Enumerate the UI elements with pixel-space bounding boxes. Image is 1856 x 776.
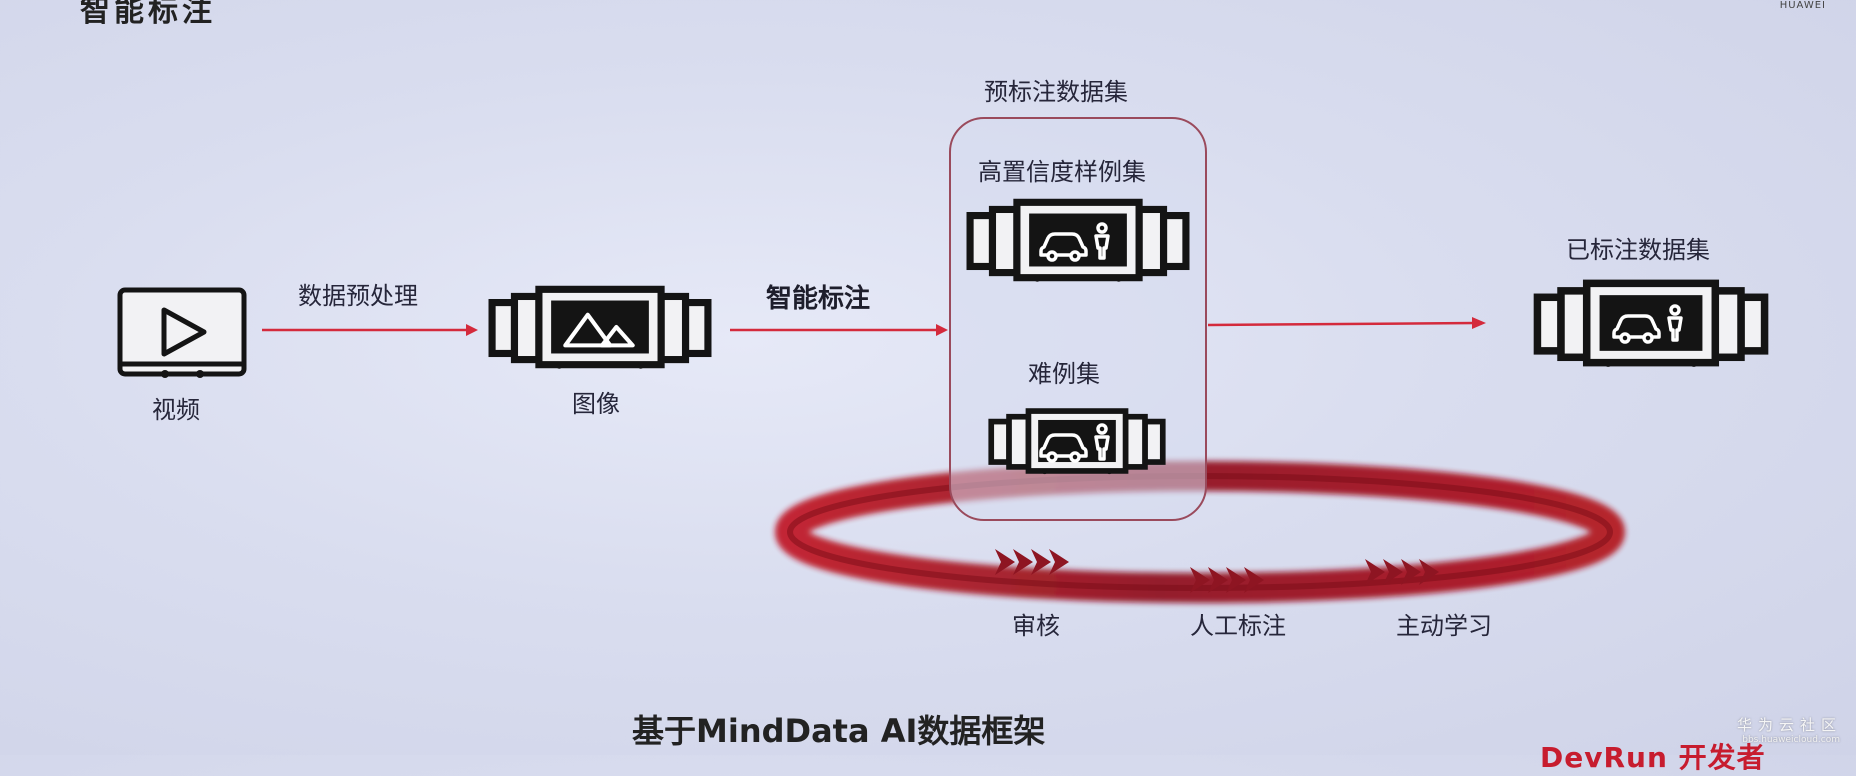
loop-arrow-active [1365, 559, 1439, 585]
image-label: 图像 [572, 390, 620, 418]
watermark-url: bbs.huaweicloud.com [1742, 735, 1840, 745]
high-confidence-set-icon [970, 202, 1186, 281]
image-mountain-icon [492, 289, 708, 368]
diagram-canvas [117, 117, 1856, 603]
edge-smart-label: 智能标注 [766, 284, 871, 314]
edge-preprocess-label: 数据预处理 [298, 282, 418, 310]
huawei-logo-text: HUAWEI [1779, 0, 1826, 11]
loop-step-active-learning: 主动学习 [1396, 612, 1492, 640]
arrow-video-to-image [262, 324, 478, 336]
video-label: 视频 [152, 396, 200, 424]
loop-step-review: 审核 [1012, 612, 1060, 640]
arrow-prelabeled-to-labeled [1207, 317, 1486, 329]
loop-arrows [995, 549, 1439, 593]
page-title: 智能标注 [80, 0, 216, 29]
flow-arrows [262, 317, 1486, 336]
loop-arrow-manual [1190, 567, 1264, 593]
prelabeled-dataset-label: 预标注数据集 [984, 78, 1128, 106]
hard-example-set-icon [991, 411, 1163, 474]
loop-step-manual-label: 人工标注 [1190, 612, 1286, 640]
framework-title: 基于MindData AI数据框架 [632, 712, 1046, 750]
watermark-cn: 华为云社区 [1736, 716, 1842, 734]
video-play-icon [117, 287, 247, 378]
devrun-brand: DevRun 开发者 [1540, 741, 1766, 774]
arrow-image-to-prelabeled [730, 324, 948, 336]
high-confidence-set-label: 高置信度样例集 [978, 158, 1146, 186]
hard-example-set-label: 难例集 [1028, 360, 1100, 388]
labeled-dataset-label: 已标注数据集 [1566, 236, 1710, 264]
loop-arrow-review [995, 549, 1069, 575]
labeled-dataset-icon [1537, 283, 1764, 367]
